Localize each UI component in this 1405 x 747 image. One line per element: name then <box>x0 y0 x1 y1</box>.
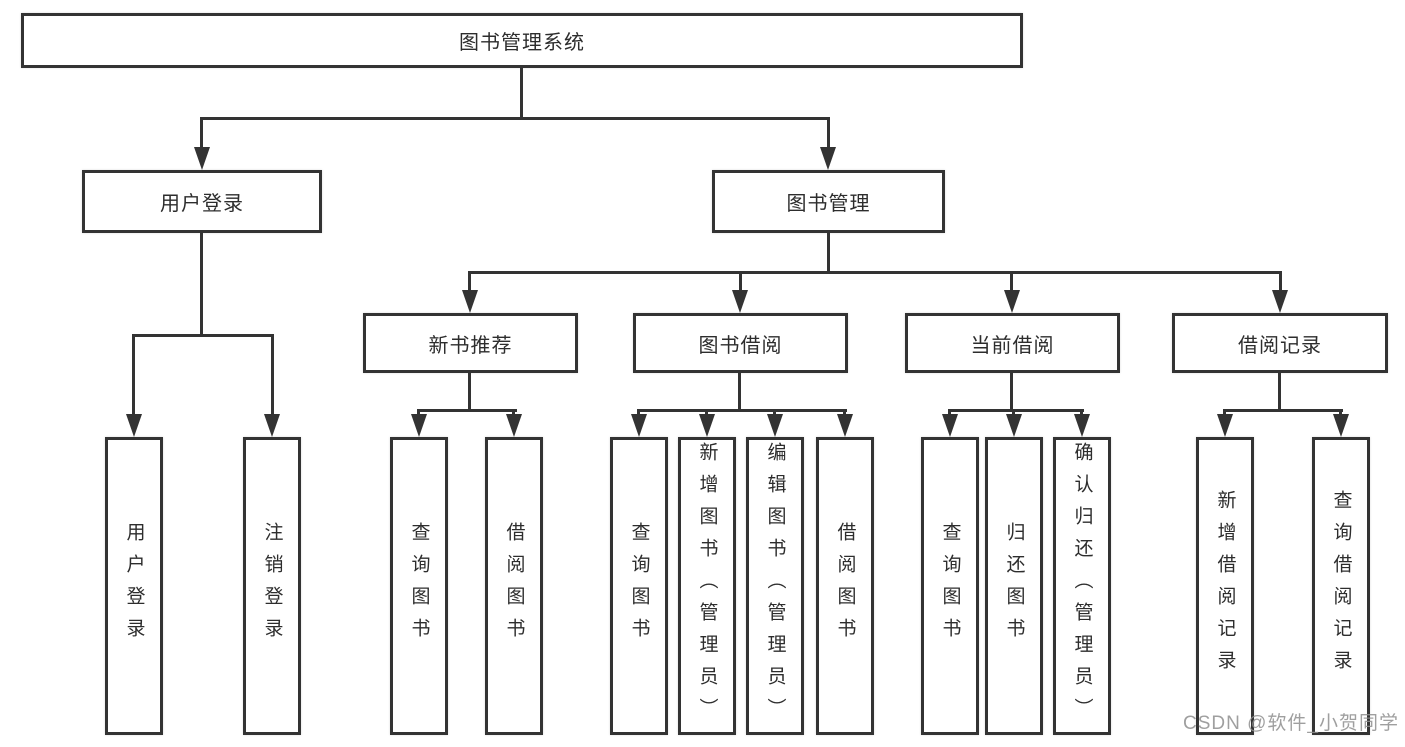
csdn-watermark: CSDN @软件_小贺同学 <box>1183 713 1399 734</box>
connector-line <box>948 409 1084 412</box>
connector-line <box>271 334 274 416</box>
leaf-logout: 注销登录 <box>243 437 301 735</box>
connector-line <box>132 334 135 416</box>
node-borrow-record-label: 借阅记录 <box>1238 334 1322 357</box>
leaf-borrow-edit-books-admin-label: 编辑图书（管理员） <box>764 442 786 730</box>
connector-line <box>1010 373 1013 410</box>
arrow-down-icon <box>1006 414 1022 437</box>
arrow-down-icon <box>1074 414 1090 437</box>
arrow-down-icon <box>411 414 427 437</box>
leaf-newbook-borrow-books: 借阅图书 <box>485 437 543 735</box>
arrow-down-icon <box>767 414 783 437</box>
leaf-current-query-books: 查询图书 <box>921 437 979 735</box>
leaf-current-confirm-return-admin-label: 确认归还（管理员） <box>1071 442 1093 730</box>
leaf-borrow-edit-books-admin: 编辑图书（管理员） <box>746 437 804 735</box>
arrow-down-icon <box>631 414 647 437</box>
connector-line <box>1339 409 1342 417</box>
leaf-borrow-query-books: 查询图书 <box>610 437 668 735</box>
leaf-current-query-books-label: 查询图书 <box>939 522 961 650</box>
leaf-borrow-borrow-books-label: 借阅图书 <box>834 522 856 650</box>
connector-line <box>200 117 829 120</box>
connector-line <box>827 233 830 272</box>
arrow-down-icon <box>1217 414 1233 437</box>
leaf-record-add-borrow-record-label: 新增借阅记录 <box>1214 490 1236 682</box>
leaf-record-query-borrow-record-label: 查询借阅记录 <box>1330 490 1352 682</box>
connector-line <box>200 233 203 335</box>
leaf-current-confirm-return-admin: 确认归还（管理员） <box>1053 437 1111 735</box>
connector-line <box>948 409 951 417</box>
leaf-user-login: 用户登录 <box>105 437 163 735</box>
connector-line <box>200 117 203 149</box>
node-new-book-recommend-label: 新书推荐 <box>428 334 513 357</box>
connector-line <box>417 409 420 417</box>
arrow-down-icon <box>699 414 715 437</box>
connector-line <box>1223 409 1226 417</box>
connector-line <box>637 409 847 412</box>
connector-line <box>1279 271 1282 293</box>
node-root: 图书管理系统 <box>21 13 1023 68</box>
connector-line <box>1223 409 1343 412</box>
arrow-down-icon <box>1272 290 1288 313</box>
node-new-book-recommend: 新书推荐 <box>363 313 578 373</box>
leaf-logout-label: 注销登录 <box>261 522 283 650</box>
node-book-management-label: 图书管理 <box>786 193 871 215</box>
connector-line <box>468 271 471 293</box>
connector-line <box>417 409 517 412</box>
connector-line <box>1010 271 1013 293</box>
connector-line <box>739 271 742 293</box>
connector-line <box>1278 373 1281 410</box>
connector-line <box>1012 409 1015 417</box>
connector-line <box>468 373 471 410</box>
connector-line <box>827 117 830 149</box>
node-borrow-record: 借阅记录 <box>1172 313 1388 373</box>
leaf-borrow-add-books-admin: 新增图书（管理员） <box>678 437 736 735</box>
leaf-newbook-query-books: 查询图书 <box>390 437 448 735</box>
arrow-down-icon <box>264 414 280 437</box>
leaf-borrow-borrow-books: 借阅图书 <box>816 437 874 735</box>
arrow-down-icon <box>126 414 142 437</box>
connector-line <box>705 409 708 417</box>
arrow-down-icon <box>732 290 748 313</box>
connector-line <box>637 409 640 417</box>
arrow-down-icon <box>820 147 836 170</box>
node-root-label: 图书管理系统 <box>459 32 585 54</box>
arrow-down-icon <box>942 414 958 437</box>
connector-line <box>512 409 515 417</box>
node-book-borrow-label: 图书借阅 <box>698 334 783 357</box>
arrow-down-icon <box>1333 414 1349 437</box>
connector-line <box>738 373 741 410</box>
connector-line <box>520 68 523 118</box>
arrow-down-icon <box>506 414 522 437</box>
node-book-borrow: 图书借阅 <box>633 313 848 373</box>
leaf-current-return-books: 归还图书 <box>985 437 1043 735</box>
arrow-down-icon <box>1004 290 1020 313</box>
leaf-record-query-borrow-record: 查询借阅记录 <box>1312 437 1370 735</box>
leaf-current-return-books-label: 归还图书 <box>1003 522 1025 650</box>
leaf-borrow-add-books-admin-label: 新增图书（管理员） <box>696 442 718 730</box>
arrow-down-icon <box>194 147 210 170</box>
connector-line <box>843 409 846 417</box>
node-user-login: 用户登录 <box>82 170 322 233</box>
arrow-down-icon <box>837 414 853 437</box>
connector-line <box>468 271 1282 274</box>
connector-line <box>773 409 776 417</box>
node-current-borrow: 当前借阅 <box>905 313 1120 373</box>
connector-line <box>1080 409 1083 417</box>
leaf-record-add-borrow-record: 新增借阅记录 <box>1196 437 1254 735</box>
arrow-down-icon <box>462 290 478 313</box>
node-book-management: 图书管理 <box>712 170 945 233</box>
leaf-newbook-query-books-label: 查询图书 <box>408 522 430 650</box>
node-current-borrow-label: 当前借阅 <box>970 334 1055 357</box>
leaf-user-login-label: 用户登录 <box>123 522 145 650</box>
leaf-newbook-borrow-books-label: 借阅图书 <box>503 522 525 650</box>
connector-line <box>132 334 274 337</box>
leaf-borrow-query-books-label: 查询图书 <box>628 522 650 650</box>
node-user-login-label: 用户登录 <box>160 193 244 215</box>
